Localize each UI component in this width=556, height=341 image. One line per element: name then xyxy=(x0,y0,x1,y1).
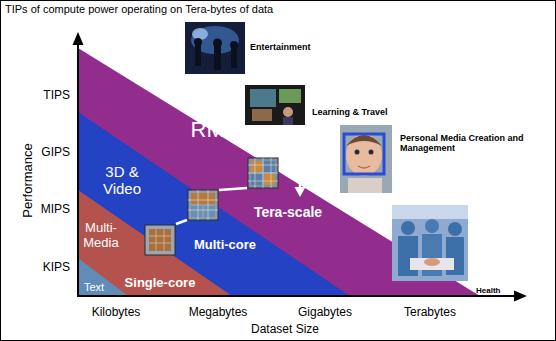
axis-title: Performance xyxy=(21,143,36,217)
diagram-title: TIPs of compute power operating on Tera-… xyxy=(5,3,273,16)
axis-tick-label: Terabytes xyxy=(404,306,456,320)
axis-tick-label: TIPS xyxy=(43,89,70,103)
axis-tick-label: Gigabytes xyxy=(298,306,352,320)
axis-tick-label: KIPS xyxy=(43,261,70,275)
band-label: Multi- Media xyxy=(79,221,123,251)
chip-icon xyxy=(145,225,175,255)
progress-arrow xyxy=(176,170,300,224)
axis-tick-label: GIPS xyxy=(41,146,70,160)
architecture-label: Tera-scale xyxy=(254,204,322,220)
photo-caption: Entertainment xyxy=(250,42,311,52)
health-photo xyxy=(392,205,468,281)
photo-caption: Learning & Travel xyxy=(312,107,388,117)
band-label: 3D & Video xyxy=(97,163,147,198)
chip-icon xyxy=(248,158,278,188)
axis-tick-label: Megabytes xyxy=(189,306,248,320)
axis-title: Dataset Size xyxy=(251,323,319,337)
chip-icon xyxy=(188,190,218,220)
band-label: Text xyxy=(84,281,104,294)
photo-caption: Health xyxy=(476,286,500,295)
axis-tick-label: MIPS xyxy=(41,203,70,217)
architecture-label: Single-core xyxy=(125,276,196,291)
axis-tick-label: Kilobytes xyxy=(92,306,141,320)
photo-caption: Personal Media Creation and Management xyxy=(400,133,532,154)
architecture-label: Multi-core xyxy=(194,238,256,253)
baby-photo xyxy=(340,125,392,193)
performance-band: Text xyxy=(78,258,128,296)
band-label: RMS xyxy=(191,117,240,142)
entertainment-photo xyxy=(185,22,245,74)
learning-photo xyxy=(245,85,305,125)
